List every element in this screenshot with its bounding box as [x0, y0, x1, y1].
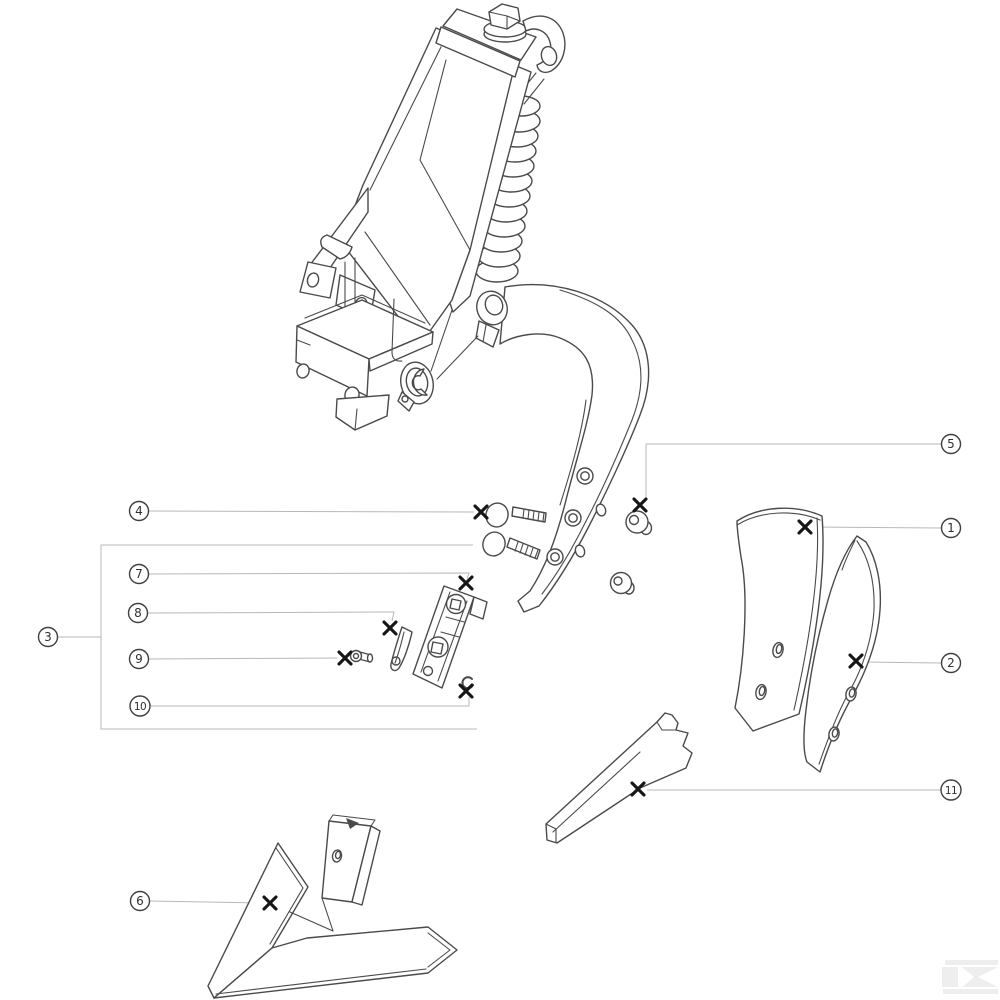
shank-bolt-hole [564, 509, 582, 527]
callout-1-leader [811, 526, 942, 529]
x-marker-part-9[interactable] [337, 650, 353, 666]
callout-11-circle[interactable] [940, 779, 962, 801]
wedge-part-8 [390, 626, 413, 672]
x-marker-part-4[interactable] [473, 504, 489, 520]
callout-5-number: 5 [947, 437, 955, 451]
callout-1-number: 1 [947, 521, 955, 535]
shank-hole [595, 503, 607, 517]
x-marker-part-8[interactable] [382, 620, 398, 636]
callout-4-circle[interactable] [128, 500, 150, 522]
x-marker-part-11[interactable] [630, 781, 646, 797]
x-marker-part-6[interactable] [262, 895, 278, 911]
callout-2-number: 2 [947, 656, 955, 670]
shank-bolt-hole [546, 548, 564, 566]
top-bolt [483, 3, 527, 43]
callout-6-circle[interactable] [129, 890, 151, 912]
mounting-bracket [295, 187, 434, 431]
shin-blade-part-1 [734, 507, 824, 732]
adapter-bar-part-11 [545, 712, 693, 844]
callout-3-number: 3 [44, 630, 52, 644]
callout-9-circle[interactable] [128, 648, 150, 670]
blade-part-2 [803, 535, 882, 773]
leader-lines [57, 443, 942, 904]
callout-8[interactable]: 8 [127, 602, 149, 624]
callout-10-circle[interactable] [129, 695, 151, 717]
callout-2-leader [862, 661, 942, 664]
callout-7-leader [148, 572, 470, 580]
callout-7-circle[interactable] [128, 563, 150, 585]
callout-5-leader [645, 443, 942, 497]
callout-5-circle[interactable] [940, 433, 962, 455]
callout-9-leader [148, 657, 338, 660]
spring-eye [475, 290, 508, 348]
callout-2[interactable]: 2 [940, 652, 962, 674]
callout-9[interactable]: 9 [128, 648, 150, 670]
holder-part-7 [412, 585, 488, 689]
callout-3[interactable]: 3 [37, 626, 59, 648]
callout-1[interactable]: 1 [940, 517, 962, 539]
callout-4-number: 4 [135, 504, 143, 518]
callout-6-number: 6 [136, 894, 144, 908]
callout-11-number: 11 [945, 785, 957, 797]
callout-8-circle[interactable] [127, 602, 149, 624]
pivot-hub [397, 309, 479, 412]
callout-balloons: 1 2 3 4 5 6 7 8 [37, 433, 962, 912]
callout-2-circle[interactable] [940, 652, 962, 674]
callout-7-number: 7 [135, 567, 143, 581]
hook-arm [522, 15, 566, 74]
callout-6[interactable]: 6 [129, 890, 151, 912]
callout-1-circle[interactable] [940, 517, 962, 539]
callout-11[interactable]: 11 [940, 779, 962, 801]
callout-3-circle[interactable] [37, 626, 59, 648]
x-marker-part-1[interactable] [797, 519, 813, 535]
callout-10[interactable]: 10 [129, 695, 151, 717]
flange-nut-lower [609, 571, 635, 595]
callout-3-group-bracket [100, 544, 477, 730]
shank-bolt-hole [576, 467, 594, 485]
callout-6-leader [149, 900, 263, 904]
part-markers [262, 497, 864, 911]
x-marker-part-10[interactable] [458, 683, 474, 699]
sweep-share-part-6 [207, 814, 458, 999]
callout-8-number: 8 [134, 606, 142, 620]
callout-5[interactable]: 5 [940, 433, 962, 455]
flange-nut-upper [625, 510, 653, 536]
tine-shank [499, 283, 650, 613]
pin-part-9 [349, 649, 374, 663]
x-marker-part-2[interactable] [848, 653, 864, 669]
callout-10-leader [149, 697, 470, 707]
x-marker-part-7[interactable] [458, 575, 474, 591]
k-logo-watermark [942, 960, 998, 994]
main-assembly-drawing [295, 3, 650, 613]
shank-hole [574, 544, 586, 558]
callout-4[interactable]: 4 [128, 500, 150, 522]
plow-bolts-part-4 [482, 502, 547, 560]
callout-4-leader [148, 510, 475, 513]
callout-8-leader [147, 611, 395, 622]
x-marker-part-5[interactable] [632, 497, 648, 513]
callout-10-number: 10 [134, 701, 146, 713]
callout-9-number: 9 [135, 652, 143, 666]
callout-7[interactable]: 7 [128, 563, 150, 585]
